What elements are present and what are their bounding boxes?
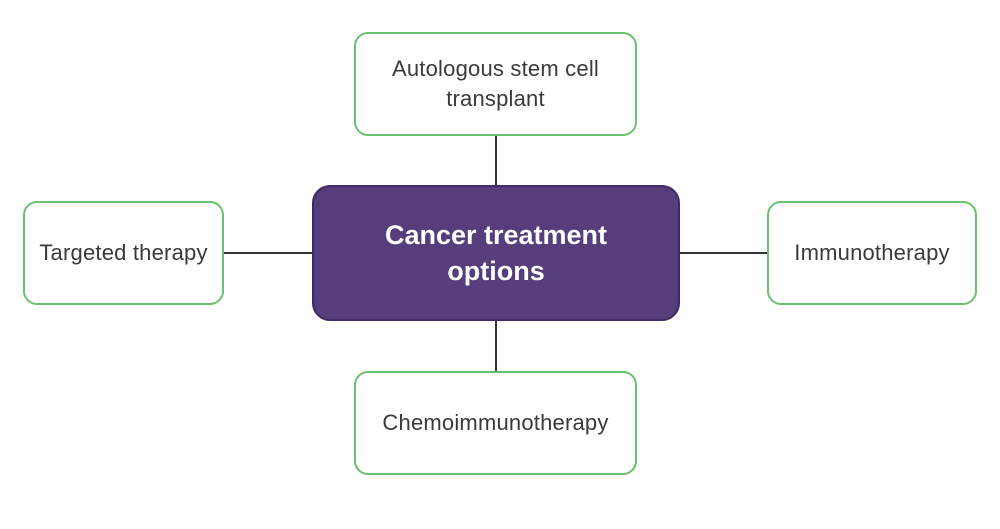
node-label: Chemoimmunotherapy: [382, 410, 609, 435]
node-chemoimmunotherapy: Chemoimmunotherapy: [354, 371, 637, 475]
node-label: Autologous stem cell transplant: [392, 56, 599, 111]
central-node-label: Cancer treatment options: [384, 220, 608, 286]
node-immunotherapy: Immunotherapy: [767, 201, 977, 305]
central-node: Cancer treatment options: [312, 185, 680, 321]
node-label: Immunotherapy: [794, 240, 950, 265]
node-label: Targeted therapy: [39, 240, 208, 265]
node-autologous-stem-cell-transplant: Autologous stem cell transplant: [354, 32, 637, 136]
node-targeted-therapy: Targeted therapy: [23, 201, 224, 305]
